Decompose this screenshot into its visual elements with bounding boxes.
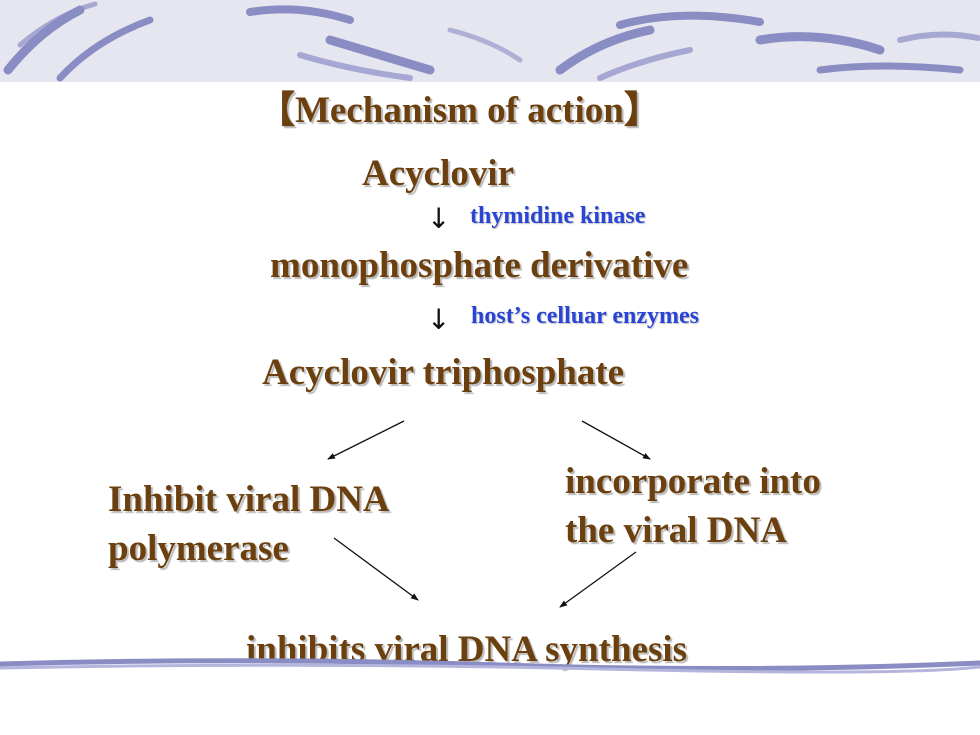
down-arrow-icon: ↓ — [427, 303, 451, 336]
brush-stroke-pattern — [3, 1, 980, 82]
connector-incorporate-to-outcome — [559, 551, 637, 608]
decorative-bottom-stroke — [0, 658, 980, 674]
node-acyclovir: Acyclovir — [362, 153, 515, 194]
decorative-top-band — [0, 0, 980, 82]
enzyme-host-cellular: host’s celluar enzymes — [471, 303, 699, 329]
connector-to-incorporate — [581, 420, 651, 460]
connector-inhibit-to-outcome — [333, 537, 419, 601]
slide-title: 【Mechanism of action】 — [258, 90, 661, 131]
node-acyclovir-triphosphate: Acyclovir triphosphate — [262, 352, 625, 393]
node-inhibit-line2: polymerase — [108, 527, 289, 569]
node-incorporate-line1: incorporate into — [565, 461, 821, 502]
node-monophosphate-derivative: monophosphate derivative — [270, 245, 689, 286]
node-inhibit-line1: Inhibit viral DNA — [108, 479, 390, 520]
node-incorporate-line2: the viral DNA — [565, 509, 787, 551]
connector-to-inhibit — [327, 420, 405, 460]
enzyme-thymidine-kinase: thymidine kinase — [470, 203, 646, 229]
node-incorporate-dna: incorporate into the viral DNA — [565, 458, 885, 556]
down-arrow-icon: ↓ — [427, 202, 451, 235]
node-inhibit-polymerase: Inhibit viral DNA polymerase — [108, 476, 468, 574]
